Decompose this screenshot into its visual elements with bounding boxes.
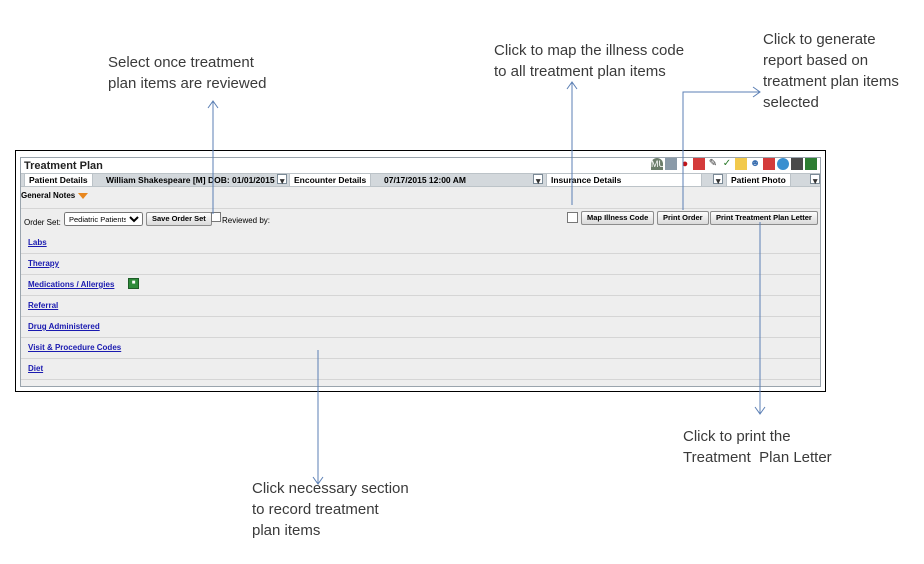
insurance-dropdown[interactable]: ▼ [713, 174, 723, 186]
print-treatment-plan-letter-button[interactable]: Print Treatment Plan Letter [710, 211, 818, 225]
tab-insurance-details[interactable]: Insurance Details [546, 174, 703, 186]
order-set-label: Order Set: [24, 218, 61, 227]
treatment-plan-window: Treatment Plan MU ● ✎ ✓ ☻ Patient Detail… [15, 150, 826, 392]
callout-print-letter: Click to print the Treatment Plan Letter [683, 428, 832, 466]
section-link-referral[interactable]: Referral [28, 301, 59, 310]
window-title: Treatment Plan [24, 160, 103, 172]
tab-patient-details[interactable]: Patient Details [24, 174, 93, 186]
people-icon[interactable]: ☻ [749, 158, 761, 169]
medication-badge-icon[interactable]: ■ [128, 278, 139, 289]
callout-generate-report: Click to generate report based on treatm… [763, 31, 899, 111]
section-link-labs[interactable]: Labs [28, 238, 47, 247]
flag-icon[interactable] [693, 158, 705, 170]
section-link-diet[interactable]: Diet [28, 364, 44, 373]
section-row: Diet [21, 359, 820, 380]
map-illness-checkbox[interactable] [567, 212, 578, 223]
sections-list: Labs Therapy Medications / Allergies ■ Re… [21, 233, 820, 380]
callout-map-illness: Click to map the illness code to all tre… [494, 42, 685, 80]
arrowhead-reviewed [207, 100, 219, 109]
arrowhead-map-illness [566, 81, 578, 90]
section-link-therapy[interactable]: Therapy [28, 259, 60, 268]
patient-dropdown[interactable]: ▼ [277, 174, 287, 186]
tab-patient-photo[interactable]: Patient Photo [726, 174, 791, 186]
pencil-icon[interactable]: ✎ [708, 158, 718, 169]
encounter-dropdown[interactable]: ▼ [533, 174, 543, 186]
card-icon[interactable] [665, 158, 677, 170]
section-link-medications[interactable]: Medications / Allergies [28, 280, 115, 289]
reviewed-checkbox[interactable] [211, 212, 221, 222]
calculator-icon[interactable] [791, 158, 803, 170]
pin-icon[interactable]: ● [681, 158, 689, 170]
info-bar: Patient Details William Shakespeare [M] … [21, 173, 820, 187]
check-icon[interactable]: ✓ [722, 158, 732, 169]
treatment-plan-panel: Treatment Plan MU ● ✎ ✓ ☻ Patient Detail… [20, 157, 821, 387]
reviewed-by-label: Reviewed by: [222, 216, 271, 225]
section-link-visit-procedure[interactable]: Visit & Procedure Codes [28, 343, 122, 352]
callout-sections: Click necessary section to record treatm… [252, 480, 409, 539]
map-illness-code-button[interactable]: Map Illness Code [581, 211, 655, 225]
section-row: Drug Administered [21, 317, 820, 338]
chart-icon[interactable] [735, 158, 747, 170]
section-row: Medications / Allergies ■ [21, 275, 820, 296]
patient-value: William Shakespeare [M] DOB: 01/01/2015 [106, 175, 275, 185]
section-row: Labs [21, 233, 820, 254]
calendar-icon[interactable] [763, 158, 775, 170]
section-row: Referral [21, 296, 820, 317]
callout-reviewed: Select once treatment plan items are rev… [108, 54, 267, 92]
encounter-value: 07/17/2015 12:00 AM [384, 175, 466, 185]
title-bar: Treatment Plan MU ● ✎ ✓ ☻ [21, 158, 820, 173]
photo-dropdown[interactable]: ▼ [810, 174, 820, 186]
expand-triangle-icon[interactable] [78, 192, 89, 199]
order-set-select[interactable]: Pediatric Patients [64, 212, 143, 226]
mu-icon[interactable]: MU [651, 158, 665, 170]
user-icon[interactable] [777, 158, 789, 170]
arrow-generate-report [682, 91, 760, 210]
arrowhead-print-letter [754, 406, 766, 415]
general-notes-label: General Notes [21, 191, 76, 200]
save-order-set-button[interactable]: Save Order Set [146, 212, 212, 226]
arrowhead-sections [312, 476, 324, 485]
print-order-button[interactable]: Print Order [657, 211, 709, 225]
section-row: Visit & Procedure Codes [21, 338, 820, 359]
exit-icon[interactable] [805, 158, 817, 170]
general-notes[interactable]: General Notes [21, 191, 89, 200]
section-row: Therapy [21, 254, 820, 275]
section-link-drug-administered[interactable]: Drug Administered [28, 322, 100, 331]
tab-encounter-details[interactable]: Encounter Details [289, 174, 372, 186]
order-set-row: Order Set: Pediatric Patients Save Order… [21, 208, 820, 233]
toolbar-icons: MU ● ✎ ✓ ☻ [651, 158, 817, 170]
arrowhead-generate-report [752, 86, 761, 98]
